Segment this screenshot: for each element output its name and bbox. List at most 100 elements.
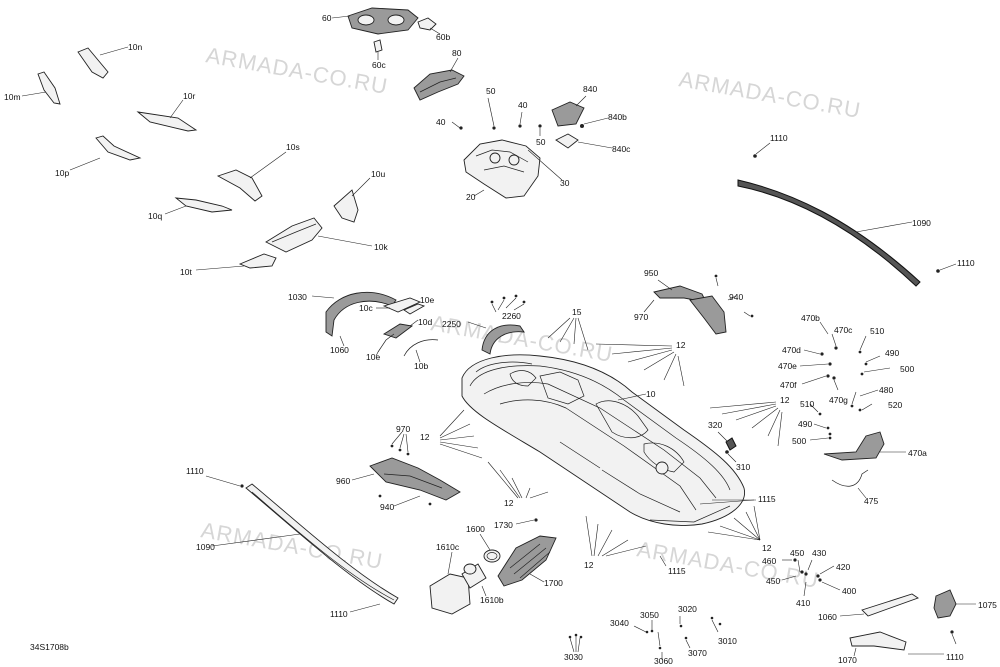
- trim-panel-10k: [265, 217, 323, 253]
- label-970-left: 970: [396, 424, 410, 434]
- label-475: 475: [864, 496, 878, 506]
- label-15: 15: [572, 307, 582, 317]
- trim-panel-10u: [333, 189, 359, 223]
- rub-rail-1090-right: [737, 179, 921, 287]
- bracket-940: [689, 295, 727, 335]
- grab-panel-2250: [481, 324, 525, 355]
- watermark-2: ARMADA-CO.RU: [677, 66, 863, 123]
- deck-10: [461, 354, 745, 526]
- label-10e-top: 10e: [420, 295, 434, 305]
- label-510-mid: 510: [800, 399, 814, 409]
- trim-1070: [849, 631, 907, 651]
- console-20: [463, 139, 541, 199]
- label-80: 80: [452, 48, 462, 58]
- label-1700: 1700: [544, 578, 563, 588]
- grab-bar-475: [831, 469, 869, 487]
- upper-console-group: [331, 7, 613, 199]
- label-400: 400: [842, 586, 856, 596]
- intake-grate-group: [429, 518, 557, 615]
- label-10p: 10p: [55, 168, 69, 178]
- deflector-10d: [382, 323, 414, 339]
- seal-840c: [555, 133, 579, 149]
- label-10m: 10m: [4, 92, 21, 102]
- rear-sponson-group: [839, 589, 976, 657]
- rear-handle-470a: [823, 431, 885, 461]
- label-840: 840: [583, 84, 597, 94]
- label-510-top: 510: [870, 326, 884, 336]
- rub-rail-right: [737, 142, 957, 287]
- label-1060-right: 1060: [818, 612, 837, 622]
- trim-panels-group: [21, 46, 373, 271]
- label-10d: 10d: [418, 317, 432, 327]
- rub-rail-1090-left: [245, 483, 399, 605]
- side-panels-left: [311, 291, 526, 363]
- label-60c: 60c: [372, 60, 386, 70]
- label-450-top: 450: [790, 548, 804, 558]
- label-1110-bottom: 1110: [330, 609, 348, 619]
- label-3010: 3010: [718, 636, 737, 646]
- deflector-10e-top: [403, 303, 426, 315]
- label-3060: 3060: [654, 656, 673, 666]
- label-10k: 10k: [374, 242, 388, 252]
- bracket-80: [413, 69, 465, 101]
- label-460: 460: [762, 556, 776, 566]
- label-1075: 1075: [978, 600, 997, 610]
- callout-labels: 60 60b 60c 80 10n 10m 10r 10p 10s 10u 10…: [4, 13, 997, 666]
- storage-lid-840: [551, 101, 585, 127]
- trim-panel-10p: [95, 135, 142, 161]
- label-950: 950: [644, 268, 658, 278]
- label-60b: 60b: [436, 32, 450, 42]
- label-470d: 470d: [782, 345, 801, 355]
- label-480: 480: [879, 385, 893, 395]
- label-1110-top: 1110: [770, 133, 788, 143]
- side-panel-1030: [325, 291, 397, 337]
- intake-grate-1700: [497, 535, 557, 587]
- label-1090-left: 1090: [196, 542, 215, 552]
- label-10s: 10s: [286, 142, 300, 152]
- label-450-bottom: 450: [766, 576, 780, 586]
- hull-deck-10: [461, 354, 745, 526]
- label-1030: 1030: [288, 292, 307, 302]
- trim-panel-10t: [238, 253, 277, 269]
- label-10: 10: [646, 389, 656, 399]
- label-10q: 10q: [148, 211, 162, 221]
- label-470g: 470g: [829, 395, 848, 405]
- label-940-top: 940: [729, 292, 743, 302]
- label-1730: 1730: [494, 520, 513, 530]
- clip-60c: [373, 39, 383, 53]
- ring-1600: [483, 549, 501, 563]
- label-1060-left: 1060: [330, 345, 349, 355]
- label-10u: 10u: [371, 169, 385, 179]
- label-12-bottom: 12: [584, 560, 594, 570]
- label-3040: 3040: [610, 618, 629, 628]
- label-470b: 470b: [801, 313, 820, 323]
- label-490-mid: 490: [798, 419, 812, 429]
- label-10n: 10n: [128, 42, 142, 52]
- deflector-10e: [377, 333, 395, 353]
- strip-1060: [861, 593, 919, 617]
- label-490-top: 490: [885, 348, 899, 358]
- label-470f: 470f: [780, 380, 797, 390]
- trim-panel-10n: [77, 47, 109, 79]
- label-10e: 10e: [366, 352, 380, 362]
- label-12-mid: 12: [504, 498, 514, 508]
- label-960: 960: [336, 476, 350, 486]
- watermarks: ARMADA-CO.RU ARMADA-CO.RU ARMADA-CO.RU A…: [199, 42, 863, 593]
- side-panel-960: [369, 457, 461, 501]
- label-500-top: 500: [900, 364, 914, 374]
- label-1600: 1600: [466, 524, 485, 534]
- label-3020: 3020: [678, 604, 697, 614]
- label-12-bottom-right: 12: [762, 543, 772, 553]
- deflector-10b: [403, 339, 439, 357]
- label-840b: 840b: [608, 112, 627, 122]
- label-940-left: 940: [380, 502, 394, 512]
- gauge-cover-60: [347, 7, 419, 35]
- label-420: 420: [836, 562, 850, 572]
- label-2250: 2250: [442, 319, 461, 329]
- label-470a: 470a: [908, 448, 927, 458]
- label-10c: 10c: [359, 303, 373, 313]
- label-1115-right: 1115: [758, 494, 776, 504]
- label-12-left: 12: [420, 432, 430, 442]
- label-1090-right: 1090: [912, 218, 931, 228]
